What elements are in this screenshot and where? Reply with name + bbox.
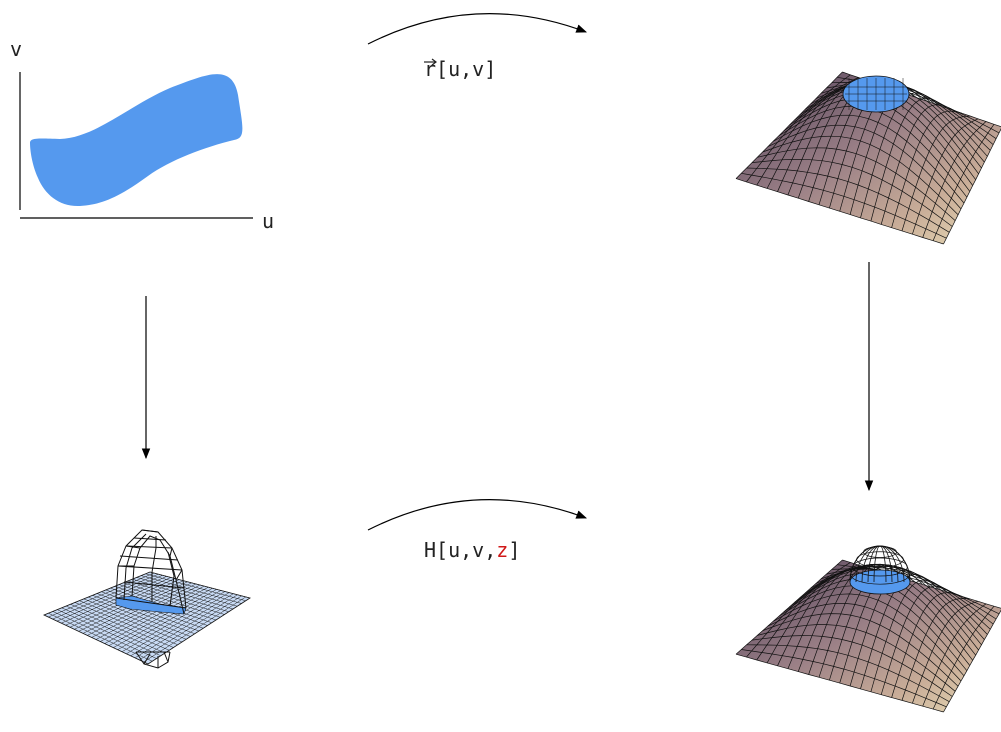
surface-grid-line — [837, 564, 1000, 615]
top-curved-arrow — [367, 13, 588, 45]
plane-grid-line — [147, 597, 251, 665]
bottom-map-label: H[u,v,z] — [424, 538, 520, 562]
plane-grid-line — [141, 575, 242, 604]
bottom-map-z: z — [496, 538, 508, 562]
bottom-map-prefix: [u,v, — [436, 538, 496, 562]
dome-wireframe — [849, 545, 911, 595]
surface-grid-line — [943, 128, 1001, 245]
top-map-label: r[u,v] — [424, 57, 496, 81]
bottom-surface — [735, 545, 1001, 713]
top-surface — [735, 71, 1001, 245]
embedding-plane-plot — [43, 529, 251, 669]
plane-grid-line — [134, 594, 238, 659]
plane-grid-line — [139, 595, 242, 661]
surface-grid-line — [922, 121, 987, 238]
bottom-map-fn: H — [424, 538, 436, 562]
plane-grid-line — [143, 596, 246, 663]
parameter-domain-plot: v u — [10, 37, 274, 233]
plane-grid-line — [149, 571, 251, 599]
surface-grid-line — [932, 605, 995, 710]
bottom-curved-arrow — [367, 499, 588, 531]
surface-grid-line — [922, 603, 987, 707]
vector-arrow-head — [431, 58, 437, 66]
surface-grid-line — [932, 124, 995, 241]
mapped-region-patch — [842, 75, 910, 113]
parameter-region — [30, 74, 243, 207]
surface-grid-line — [912, 118, 979, 235]
plane-grid-line — [145, 573, 246, 601]
surface-grid-line — [901, 598, 971, 701]
plane-grid-line — [136, 577, 238, 607]
surface-grid-line — [880, 104, 955, 225]
surface-grid-line — [943, 609, 1001, 713]
surface-grid-line — [831, 568, 997, 620]
v-axis-label: v — [10, 37, 22, 61]
bottom-mapping: H[u,v,z] — [367, 499, 588, 562]
lower-wireframe — [135, 651, 171, 669]
surface-grid-line — [912, 600, 979, 704]
surface-grid-line — [826, 567, 994, 625]
bottom-map-suffix: ] — [508, 538, 520, 562]
u-axis-label: u — [262, 209, 274, 233]
cap-wireframe — [115, 529, 187, 615]
surface-grid-line — [901, 115, 971, 232]
top-map-args: [u,v] — [436, 57, 496, 81]
plane-grid-line — [130, 593, 234, 657]
top-map-vector: r — [424, 57, 436, 81]
top-mapping: r[u,v] — [367, 13, 588, 81]
surface-grid-line — [891, 110, 963, 228]
